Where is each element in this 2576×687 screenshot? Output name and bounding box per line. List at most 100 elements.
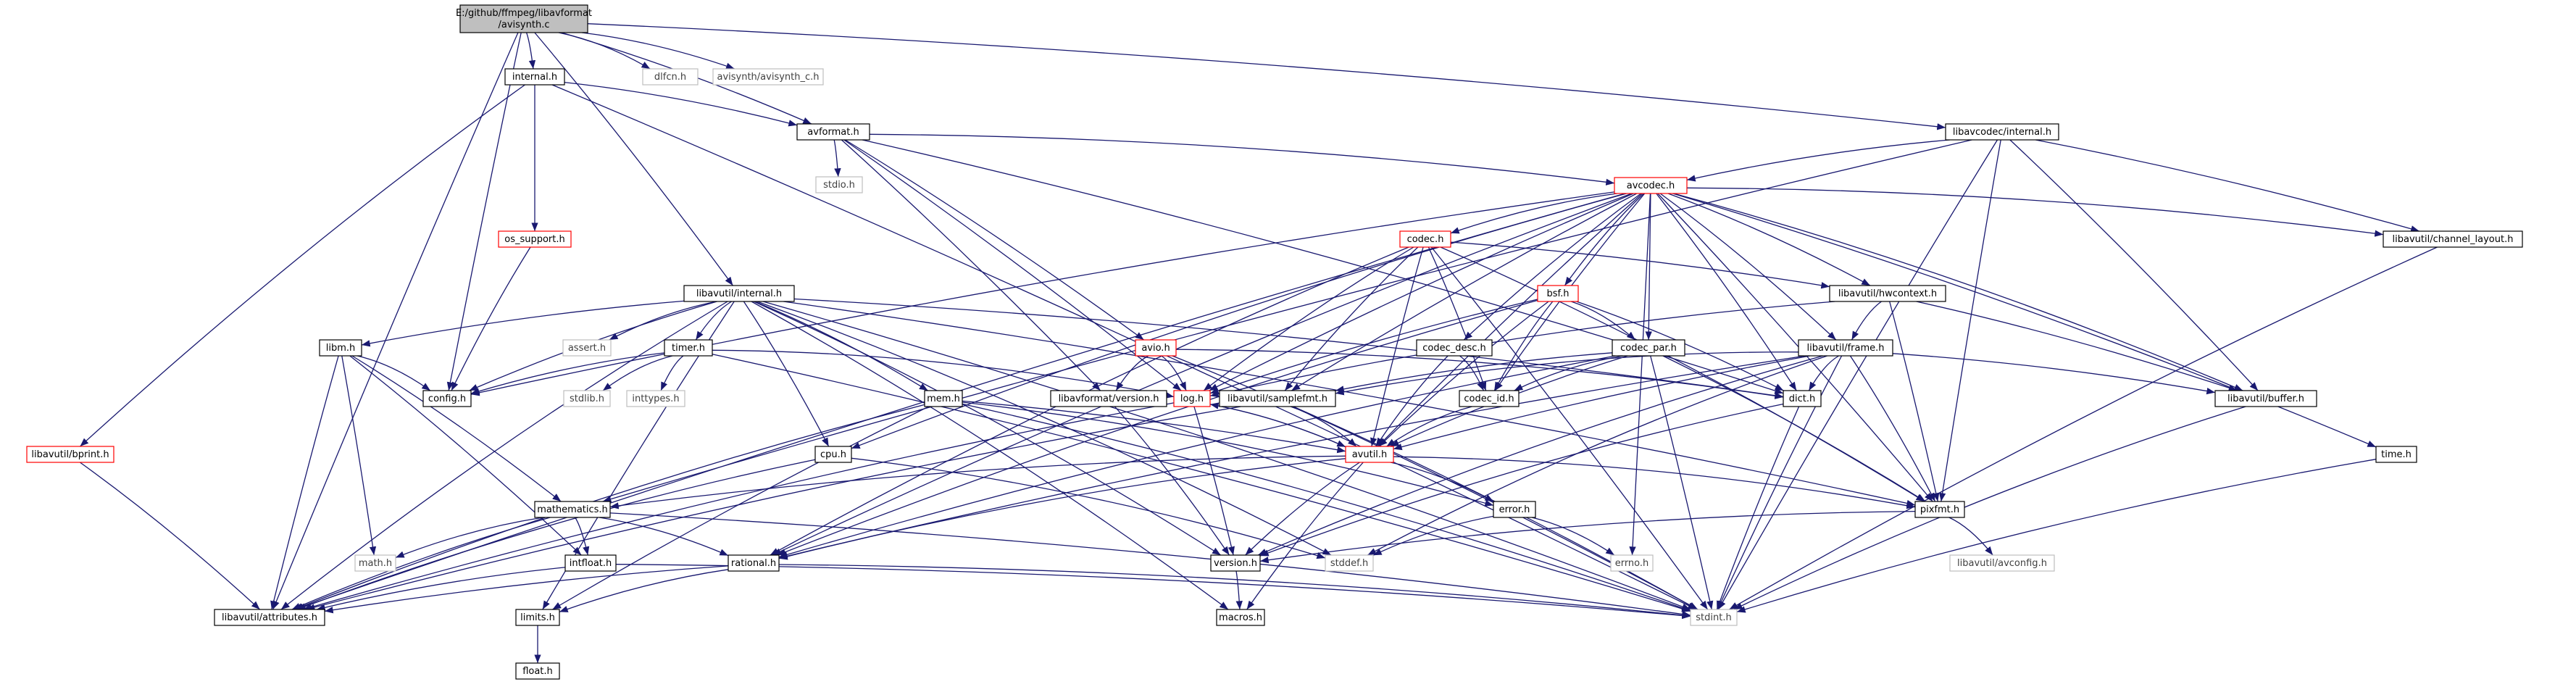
edge-hwcontext-h-to-log-h xyxy=(1209,301,1835,398)
node-intfloat-h[interactable]: intfloat.h xyxy=(564,554,617,572)
node-label: error.h xyxy=(1499,504,1530,515)
node-box xyxy=(515,662,560,680)
node-samplefmt-h[interactable]: libavutil/samplefmt.h xyxy=(1219,390,1336,407)
node-label: libavutil/frame.h xyxy=(1807,343,1885,354)
node-dlfcn-h[interactable]: dlfcn.h xyxy=(642,68,699,86)
node-rational-h[interactable]: rational.h xyxy=(728,554,780,572)
node-label: libm.h xyxy=(326,343,356,354)
node-lavf-version-h[interactable]: libavformat/version.h xyxy=(1050,390,1167,407)
edge-libm-h-to-config-h xyxy=(357,355,431,391)
edge-mathematics-h-to-math-h xyxy=(395,517,543,559)
node-frame-h[interactable]: libavutil/frame.h xyxy=(1798,339,1893,357)
node-mathematics-h[interactable]: mathematics.h xyxy=(534,501,611,518)
node-lavu-internal-h[interactable]: libavutil/internal.h xyxy=(683,285,795,302)
edge-codec-par-h-to-stdint-h xyxy=(1650,355,1714,610)
node-channel-layout-h[interactable]: libavutil/channel_layout.h xyxy=(2383,230,2523,248)
edge-codec-h-to-log-h xyxy=(1203,246,1414,391)
node-dict-h[interactable]: dict.h xyxy=(1783,390,1822,407)
edge-avformat-h-to-lavf-version-h xyxy=(841,139,1101,391)
node-avconfig-h[interactable]: libavutil/avconfig.h xyxy=(1949,554,2055,572)
node-avutil-h[interactable]: avutil.h xyxy=(1345,446,1394,463)
node-box xyxy=(459,4,588,33)
edge-mem-h-to-attributes-h xyxy=(293,404,925,610)
edge-lavu-internal-h-to-assert-h xyxy=(609,301,717,341)
node-os-support-h[interactable]: os_support.h xyxy=(498,230,572,248)
node-label: mem.h xyxy=(927,394,960,404)
edge-avutil-h-to-error-h xyxy=(1390,462,1494,502)
edge-avcodec-h-to-errno-h xyxy=(1629,193,1651,556)
node-codec-par-h[interactable]: codec_par.h xyxy=(1612,339,1685,357)
node-box xyxy=(712,68,824,86)
node-version-h[interactable]: version.h xyxy=(1210,554,1261,572)
node-label: stdlib.h xyxy=(570,394,604,404)
node-avio-h[interactable]: avio.h xyxy=(1135,339,1177,357)
node-box xyxy=(1135,339,1177,357)
node-label: mathematics.h xyxy=(537,504,608,515)
node-attributes-h[interactable]: libavutil/attributes.h xyxy=(214,609,325,626)
node-bprint-h[interactable]: libavutil/bprint.h xyxy=(26,446,114,463)
node-root[interactable]: E:/github/ffmpeg/libavformat/avisynth.c xyxy=(456,4,592,33)
node-bsf-h[interactable]: bsf.h xyxy=(1537,285,1579,302)
node-label: time.h xyxy=(2381,449,2412,460)
node-config-h[interactable]: config.h xyxy=(422,390,472,407)
node-hwcontext-h[interactable]: libavutil/hwcontext.h xyxy=(1829,285,1946,302)
node-limits-h[interactable]: limits.h xyxy=(515,609,560,626)
edge-dict-h-to-version-h xyxy=(1259,403,1784,557)
node-mem-h[interactable]: mem.h xyxy=(924,390,963,407)
node-box xyxy=(504,68,565,86)
node-stdio-h[interactable]: stdio.h xyxy=(815,176,863,193)
node-stdint-h[interactable]: stdint.h xyxy=(1690,609,1738,626)
node-codec-h[interactable]: codec.h xyxy=(1399,230,1451,248)
graph-nodes: E:/github/ffmpeg/libavformat/avisynth.c i… xyxy=(26,4,2523,680)
node-inttypes-h[interactable]: inttypes.h xyxy=(626,390,685,407)
node-errno-h[interactable]: errno.h xyxy=(1610,554,1654,572)
edge-codec-par-h-to-pixfmt-h xyxy=(1662,355,1926,502)
node-avcodec-h[interactable]: avcodec.h xyxy=(1614,177,1688,194)
node-macros-h[interactable]: macros.h xyxy=(1216,609,1265,626)
node-label: libavutil/buffer.h xyxy=(2227,394,2304,404)
node-label: bsf.h xyxy=(1546,288,1569,299)
node-float-h[interactable]: float.h xyxy=(515,662,560,680)
edge-lavf-version-h-to-version-h xyxy=(1114,406,1230,556)
edge-avutil-h-to-log-h xyxy=(1209,402,1346,448)
node-avformat-h[interactable]: avformat.h xyxy=(796,123,870,141)
edge-log-h-to-version-h xyxy=(1193,406,1235,556)
node-libm-h[interactable]: libm.h xyxy=(319,339,362,357)
node-stddef-h[interactable]: stddef.h xyxy=(1325,554,1374,572)
edge-frame-h-to-stddef-h xyxy=(1367,355,1827,556)
node-codec-desc-h[interactable]: codec_desc.h xyxy=(1416,339,1493,357)
node-cpu-h[interactable]: cpu.h xyxy=(814,446,852,463)
node-log-h[interactable]: log.h xyxy=(1173,390,1211,407)
edge-codec-h-to-pixfmt-h xyxy=(1440,246,1925,502)
node-box xyxy=(1325,554,1374,572)
node-codec-id-h[interactable]: codec_id.h xyxy=(1459,390,1520,407)
edge-hwcontext-h-to-buffer-h xyxy=(1916,301,2238,391)
node-buffer-h[interactable]: libavutil/buffer.h xyxy=(2214,390,2317,407)
edge-avio-h-to-log-h xyxy=(1161,355,1187,391)
node-label: intfloat.h xyxy=(570,558,612,569)
edge-avio-h-to-dict-h xyxy=(1175,349,1784,399)
node-time-h[interactable]: time.h xyxy=(2375,446,2417,463)
node-avisynth-c-h[interactable]: avisynth/avisynth_c.h xyxy=(712,68,824,86)
edge-internal-h-to-stdint-h xyxy=(551,84,1697,610)
edge-avcodec-h-to-frame-h xyxy=(1659,193,1837,341)
node-pixfmt-h[interactable]: pixfmt.h xyxy=(1914,501,1965,518)
node-lavc-internal-h[interactable]: libavcodec/internal.h xyxy=(1945,123,2059,141)
edge-rational-h-to-limits-h xyxy=(559,569,729,613)
node-internal-h[interactable]: internal.h xyxy=(504,68,565,86)
edge-timer-h-to-stdint-h xyxy=(712,354,1691,612)
node-box xyxy=(563,390,611,407)
node-box xyxy=(1914,501,1965,518)
node-box xyxy=(642,68,699,86)
node-label: libavutil/avconfig.h xyxy=(1957,558,2047,569)
node-stdlib-h[interactable]: stdlib.h xyxy=(563,390,611,407)
node-label: avutil.h xyxy=(1352,449,1388,460)
node-error-h[interactable]: error.h xyxy=(1493,501,1536,518)
node-timer-h[interactable]: timer.h xyxy=(664,339,713,357)
node-assert-h[interactable]: assert.h xyxy=(562,339,612,357)
edge-libm-h-to-intfloat-h xyxy=(349,355,582,556)
node-math-h[interactable]: math.h xyxy=(354,554,396,572)
node-box xyxy=(1829,285,1946,302)
edge-internal-h-to-avformat-h xyxy=(564,81,798,127)
